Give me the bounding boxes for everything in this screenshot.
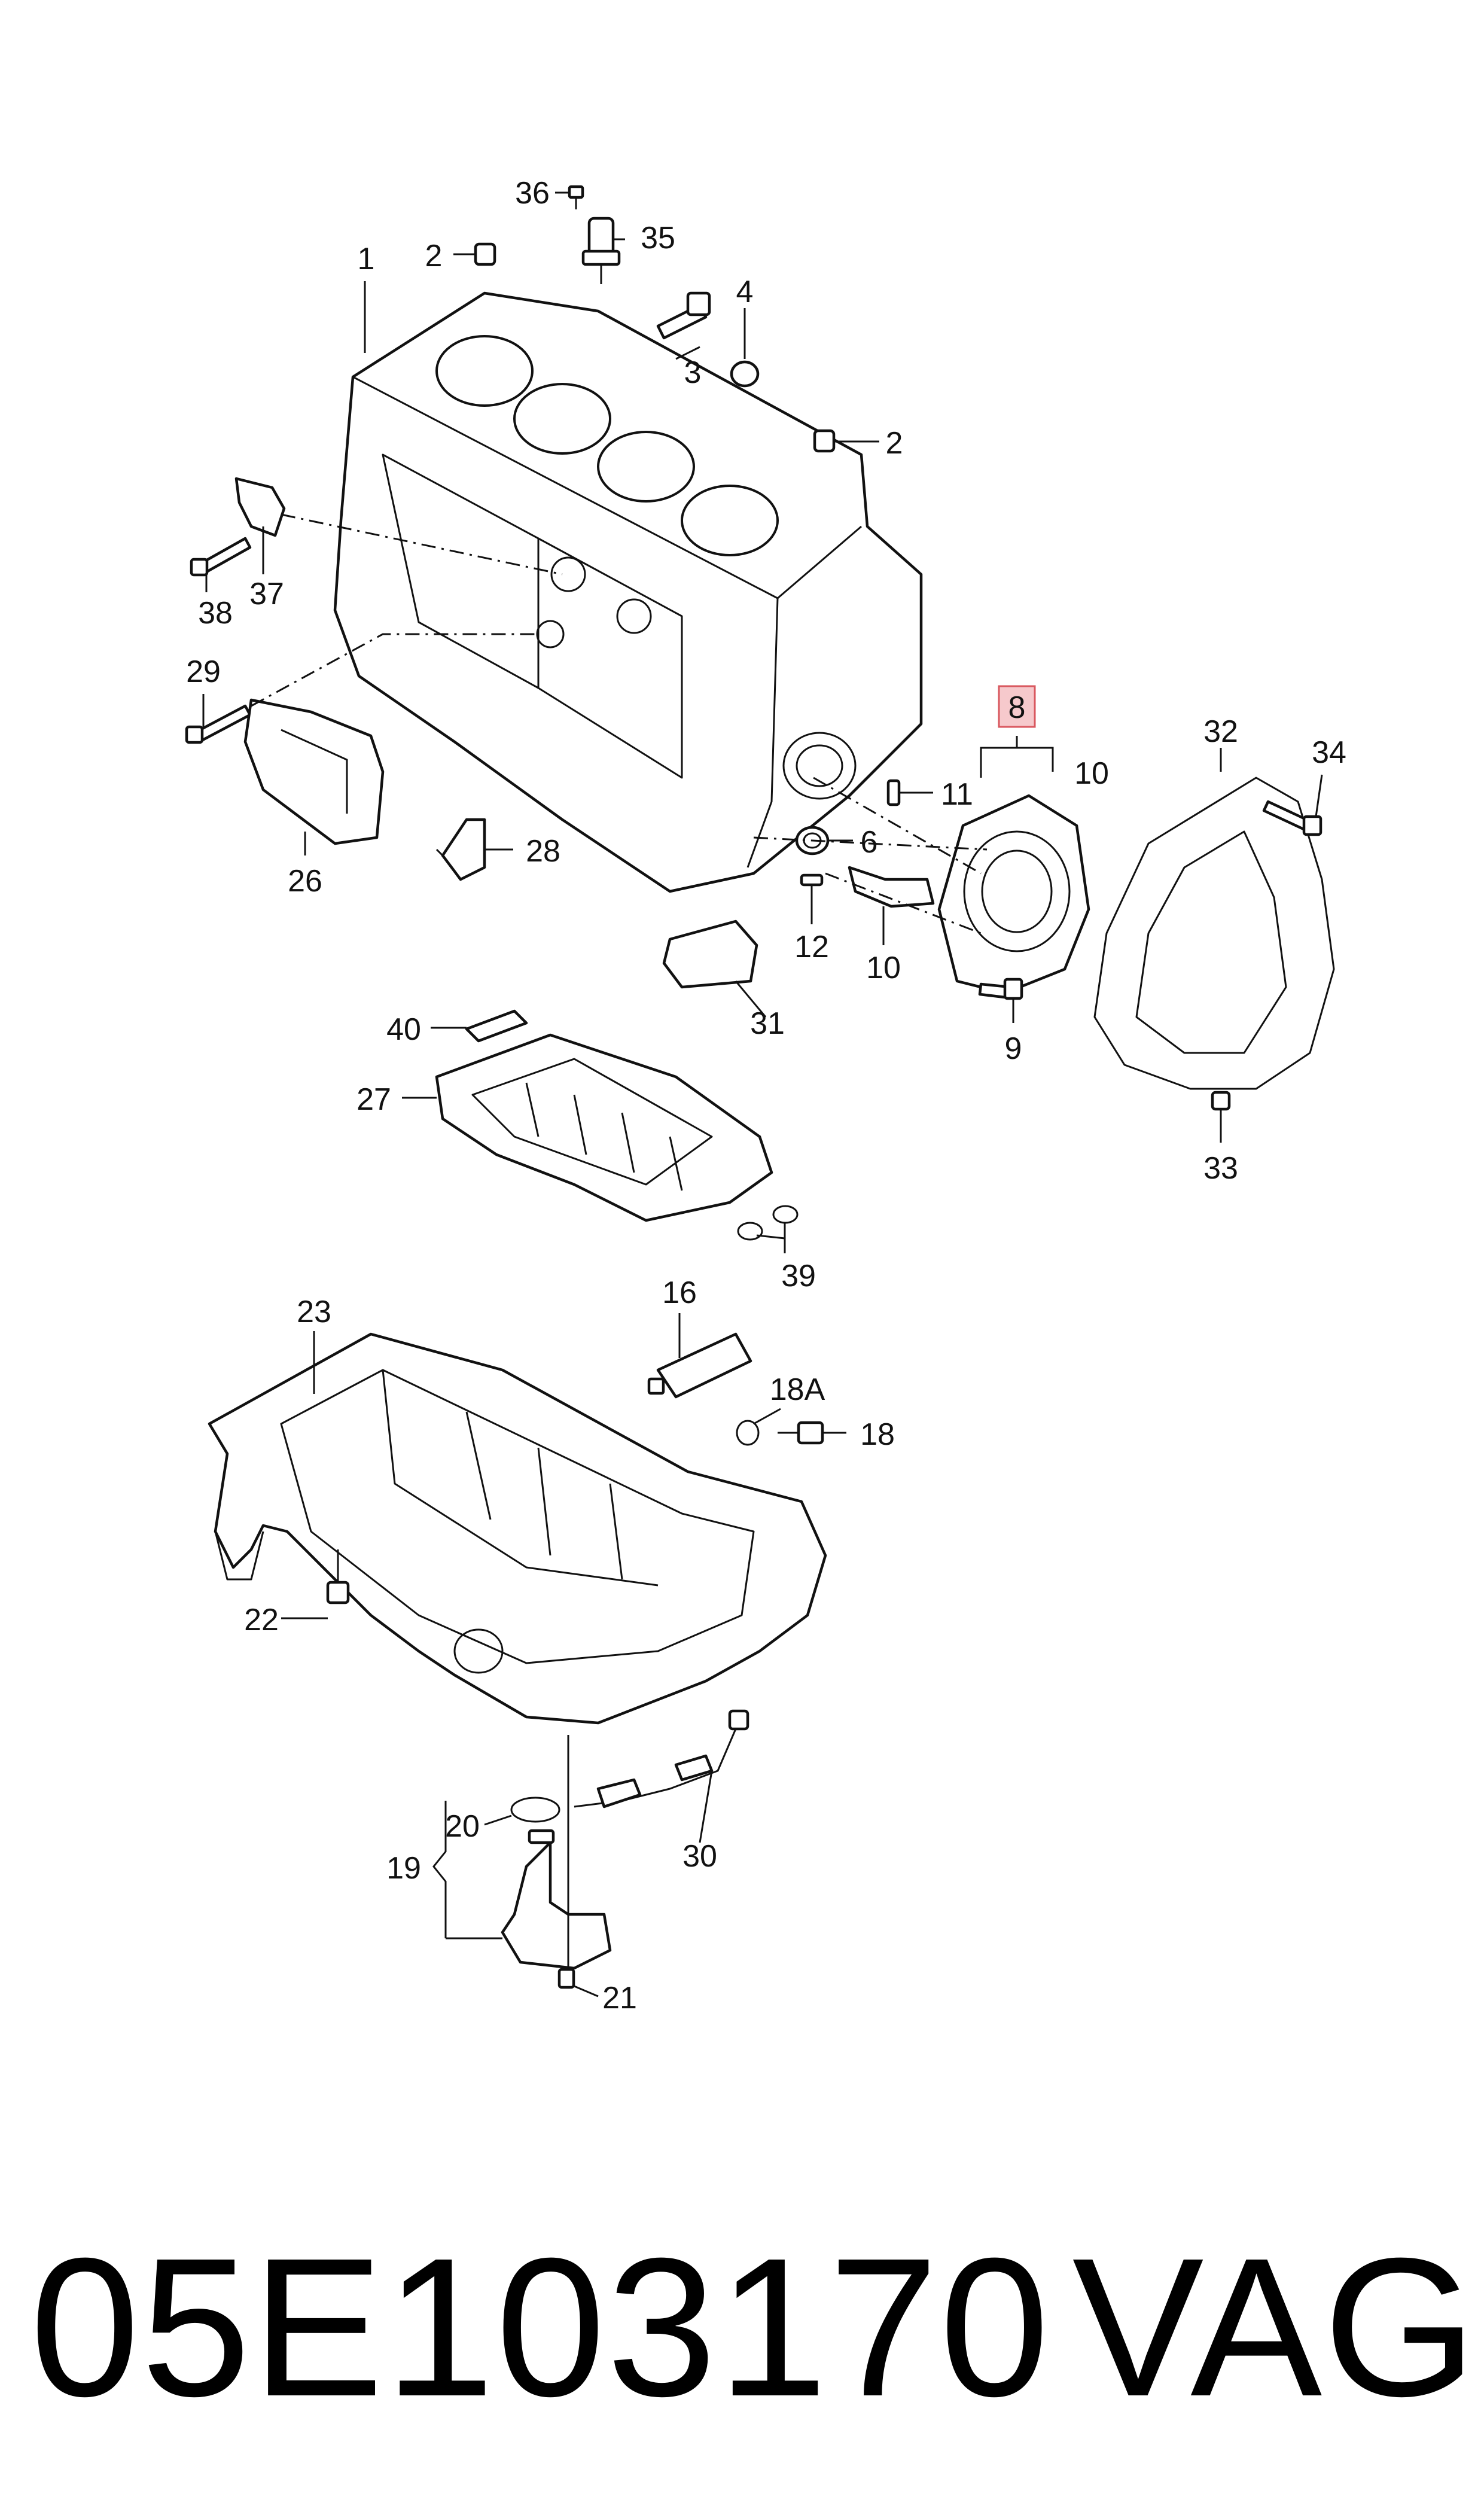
jet-28-part bbox=[435, 818, 486, 881]
callout-12: 12 bbox=[794, 930, 829, 964]
sensor-harness-30-part bbox=[574, 1709, 749, 1808]
callout-23: 23 bbox=[297, 1295, 331, 1329]
callout-2: 2 bbox=[886, 426, 903, 461]
callout-16: 16 bbox=[662, 1275, 697, 1310]
callout-29: 29 bbox=[186, 654, 221, 689]
callout-39: 39 bbox=[781, 1259, 816, 1293]
callout-33: 33 bbox=[1203, 1151, 1238, 1186]
callout-18: 18 bbox=[860, 1417, 895, 1452]
footer: 05E103170 VAG bbox=[0, 2213, 1484, 2441]
seal-6-part bbox=[795, 826, 830, 855]
oil-pump-19-part bbox=[501, 1829, 612, 1970]
callout-32: 32 bbox=[1203, 714, 1238, 749]
dowel-sleeve-2b-part bbox=[813, 429, 836, 453]
callout-35: 35 bbox=[641, 221, 675, 255]
callout-labels: 1 2 2 3 4 36 35 37 38 29 26 28 8 10 11 6… bbox=[186, 176, 1346, 2015]
assembly-dashed-lines bbox=[251, 513, 988, 934]
plug-4-part bbox=[730, 360, 760, 388]
callout-20: 20 bbox=[445, 1809, 480, 1844]
callout-38: 38 bbox=[198, 596, 233, 631]
callout-19: 19 bbox=[386, 1851, 421, 1886]
bolt-34-part bbox=[1262, 800, 1323, 836]
seal-ring-18A-part bbox=[736, 1420, 760, 1446]
callout-18A: 18A bbox=[770, 1372, 825, 1407]
callout-36: 36 bbox=[515, 176, 550, 211]
o-ring-20-part bbox=[510, 1797, 560, 1823]
callout-10: 10 bbox=[1074, 756, 1109, 791]
callout-27: 27 bbox=[356, 1082, 391, 1117]
cover-31-part bbox=[662, 919, 758, 989]
callout-4: 4 bbox=[736, 275, 754, 309]
bolt-38-part bbox=[190, 537, 252, 577]
sealing-flange-8-part bbox=[937, 794, 1090, 995]
callout-37: 37 bbox=[249, 577, 284, 611]
bearing-ladder-27-part bbox=[435, 1033, 773, 1222]
callout-40: 40 bbox=[386, 1012, 421, 1047]
callout-8: 8 bbox=[1008, 690, 1026, 725]
part-number: 05E103170 bbox=[30, 2216, 1051, 2437]
drain-plug-18-part bbox=[778, 1421, 824, 1445]
callout-2: 2 bbox=[425, 239, 443, 273]
gasket-40-part bbox=[465, 1009, 528, 1043]
callout-6: 6 bbox=[861, 825, 878, 860]
callout-9: 9 bbox=[1005, 1031, 1022, 1066]
bolt-22-part bbox=[326, 1549, 350, 1604]
sender-10-part bbox=[848, 866, 935, 908]
callout-22: 22 bbox=[244, 1603, 279, 1637]
callout-3: 3 bbox=[684, 355, 702, 390]
callout-21: 21 bbox=[602, 1981, 637, 2015]
callout-31: 31 bbox=[750, 1006, 785, 1041]
callout-11: 11 bbox=[941, 777, 973, 812]
sensor-35-part bbox=[581, 217, 621, 284]
callout-8-highlight bbox=[998, 685, 1036, 728]
sealant-tube-16-part bbox=[647, 1332, 752, 1399]
brand-name: VAG bbox=[1072, 2216, 1478, 2437]
bolt-29-part bbox=[185, 704, 252, 744]
callout-34: 34 bbox=[1312, 735, 1346, 770]
knock-sensor-37-part bbox=[234, 477, 286, 537]
callout-10: 10 bbox=[866, 951, 901, 985]
gasket-32-part bbox=[1093, 777, 1335, 1090]
callout-28: 28 bbox=[526, 834, 560, 869]
bolt-3-part bbox=[656, 291, 711, 340]
callout-30: 30 bbox=[682, 1839, 717, 1874]
callout-1: 1 bbox=[358, 242, 375, 276]
o-rings-39-part bbox=[737, 1205, 799, 1241]
engine-block-part bbox=[333, 291, 923, 893]
oil-pan-23-part bbox=[208, 1332, 827, 1725]
callout-26: 26 bbox=[288, 864, 322, 899]
bolt-36-part bbox=[568, 185, 584, 209]
dowel-sleeve-2a-part bbox=[474, 242, 496, 266]
dowel-33-part bbox=[1211, 1091, 1231, 1111]
dowel-11-part bbox=[886, 779, 901, 806]
callout-leader-lines bbox=[202, 191, 1323, 1998]
control-unit-26-part bbox=[243, 698, 385, 845]
pin-12-part bbox=[800, 873, 824, 887]
bolt-9-part bbox=[978, 978, 1023, 1000]
bolt-21-part bbox=[557, 1968, 575, 1989]
